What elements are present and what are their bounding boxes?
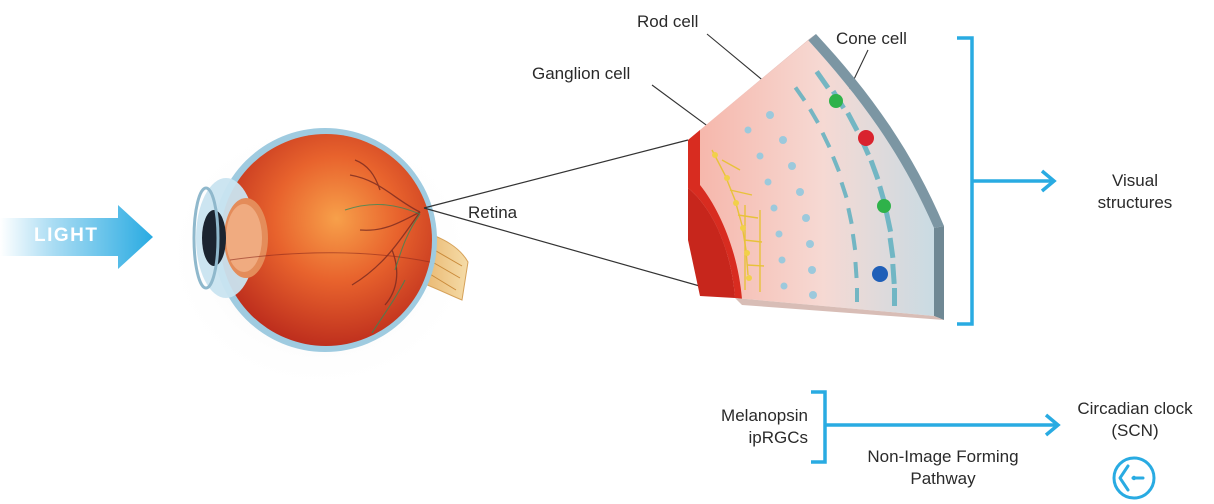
retina-label: Retina [468, 202, 517, 224]
visual-structures-bracket [957, 38, 1054, 324]
ganglion-cell-label: Ganglion cell [532, 63, 630, 85]
melanopsin-label-line1: Melanopsin [690, 405, 808, 427]
visual-label-line2: structures [1080, 192, 1190, 214]
cone-cell-blue [872, 266, 888, 282]
visual-structures-label: Visual structures [1080, 170, 1190, 214]
retina-cross-section [688, 34, 944, 320]
cone-cell-green-2 [877, 199, 891, 213]
clock-label-line1: Circadian clock [1055, 398, 1214, 420]
pathway-label-line1: Non-Image Forming [838, 446, 1048, 468]
cone-cell-red [858, 130, 874, 146]
clock-icon [1114, 458, 1154, 498]
rod-cell-label: Rod cell [637, 11, 698, 33]
melanopsin-label-line2: ipRGCs [690, 427, 808, 449]
cone-cell-label: Cone cell [836, 28, 907, 50]
clock-label-line2: (SCN) [1055, 420, 1214, 442]
visual-label-line1: Visual [1080, 170, 1190, 192]
light-label: LIGHT [34, 225, 134, 247]
pathway-label: Non-Image Forming Pathway [838, 446, 1048, 490]
circadian-clock-label: Circadian clock (SCN) [1055, 398, 1214, 442]
eye-illustration [160, 115, 480, 395]
cone-cell-green [829, 94, 843, 108]
pathway-label-line2: Pathway [838, 468, 1048, 490]
melanopsin-label: Melanopsin ipRGCs [690, 405, 808, 449]
